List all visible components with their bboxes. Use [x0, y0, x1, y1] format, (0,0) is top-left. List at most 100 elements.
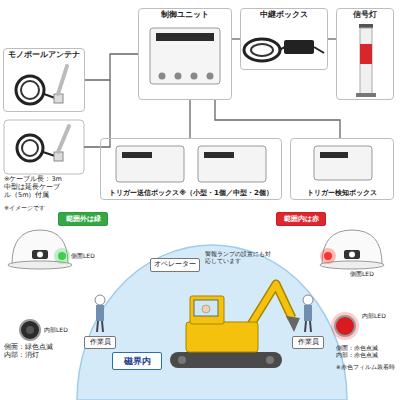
cable-connector	[215, 100, 340, 138]
cable-connector	[328, 38, 336, 39]
led-glow	[320, 248, 336, 264]
helmet-shell	[12, 230, 68, 264]
connector	[175, 73, 182, 80]
worker-leg	[310, 321, 311, 332]
node-text: 中継ボックス	[260, 11, 308, 20]
worker-leg	[102, 321, 103, 332]
helmet-red	[320, 230, 384, 269]
node-text: 作業員	[298, 339, 319, 346]
cable-coil	[244, 39, 280, 61]
inner-led	[335, 316, 355, 336]
wheel	[266, 356, 274, 364]
box-case	[314, 146, 372, 180]
red-lamp	[360, 44, 372, 64]
magnetic-field-dome	[77, 245, 347, 400]
led-glow	[54, 248, 70, 264]
node-text: 磁界内	[124, 356, 151, 366]
field-zone-tag: 磁界内	[112, 352, 162, 370]
box-label	[204, 152, 234, 158]
cable	[44, 94, 55, 98]
trigger-detect-panel: トリガー検知ボックス	[290, 138, 394, 200]
note-text: ※イメージです	[4, 204, 56, 211]
antenna-panel: モノポールアンテナ	[3, 48, 85, 112]
box-label	[122, 152, 152, 158]
part-label: 内部LED	[44, 326, 84, 333]
cab-window	[194, 300, 218, 316]
note-text: 警報ランプの設置にも対応しています	[205, 250, 271, 264]
led-glow	[331, 312, 359, 340]
wire	[84, 80, 110, 147]
side-led	[58, 252, 66, 260]
boom-outline	[250, 284, 292, 326]
boom	[250, 284, 292, 326]
helmet-green	[8, 230, 72, 269]
cable-connector	[232, 38, 240, 39]
worker-tag: 作業員	[292, 336, 324, 349]
connector	[207, 73, 214, 80]
antenna-rod	[58, 66, 67, 94]
inner-led	[20, 320, 40, 340]
track	[170, 352, 282, 368]
cable-coil	[16, 76, 44, 104]
cable-coil	[22, 140, 38, 156]
node-text: オペレーター	[154, 261, 196, 268]
box-label	[320, 152, 348, 158]
part-label: 側面LED	[71, 252, 111, 259]
trigger-send-panel: トリガー送信ボックス※（小型・1個／中型・2個）	[100, 138, 282, 200]
node-text: モノポールアンテナ	[8, 51, 80, 60]
excavator	[170, 284, 300, 368]
antenna-photo	[4, 120, 84, 174]
node-text: 範囲外は緑	[66, 215, 101, 223]
cable-coil	[21, 81, 39, 99]
excavator-body	[186, 322, 258, 352]
node-text: トリガー検知ボックス	[307, 189, 377, 197]
panel-frame	[4, 120, 84, 174]
operator-figure	[202, 305, 210, 313]
wheel	[178, 356, 186, 364]
node-text: 作業員	[90, 339, 111, 346]
antenna-photo	[16, 66, 67, 104]
cable-connector	[189, 100, 190, 138]
node-text: 範囲内は赤	[284, 215, 319, 223]
worker-tag: 作業員	[84, 336, 116, 349]
control-unit-panel: 制御ユニット	[138, 8, 232, 100]
worker-figure	[95, 295, 105, 332]
status-text: 側面：緑色点滅 内部：消灯	[4, 344, 54, 360]
lamp-lens	[349, 252, 355, 258]
signal-light-panel: 信号灯	[336, 8, 394, 100]
head-lamp	[344, 250, 360, 259]
head-lamp	[32, 250, 48, 259]
in-range-callout: 範囲内は赤	[276, 212, 326, 226]
box-case	[198, 146, 266, 182]
light-cap	[359, 24, 373, 28]
node-text: 制御ユニット	[161, 11, 209, 20]
worker-helmet	[95, 295, 105, 305]
relay-box-photo	[244, 39, 324, 61]
cable-coil	[251, 44, 273, 56]
relay-box-panel: 中継ボックス	[240, 8, 328, 70]
unit-label	[156, 33, 214, 41]
light-base	[356, 93, 376, 97]
status-text: 側面：赤色点滅 内部：赤色点滅	[336, 344, 384, 358]
part-label: 内部LED	[362, 312, 396, 319]
connector	[159, 73, 166, 80]
trigger-detect-photo	[314, 146, 372, 180]
cable-connector	[85, 54, 138, 80]
control-unit-photo	[150, 28, 220, 84]
operator-tag: オペレーター	[150, 258, 200, 272]
light-pole	[360, 28, 372, 94]
box-case	[116, 146, 184, 182]
worker-helmet	[303, 295, 313, 305]
lamp-lens	[37, 252, 43, 258]
side-led	[324, 252, 332, 260]
trigger-send-photo	[116, 146, 266, 182]
note-text: ※赤色フィルム装着時	[336, 364, 398, 371]
antenna-rod	[58, 126, 69, 152]
cab	[190, 296, 224, 324]
cable-coil	[17, 135, 43, 161]
part-label: 側面LED	[350, 270, 394, 277]
bucket	[286, 316, 300, 332]
